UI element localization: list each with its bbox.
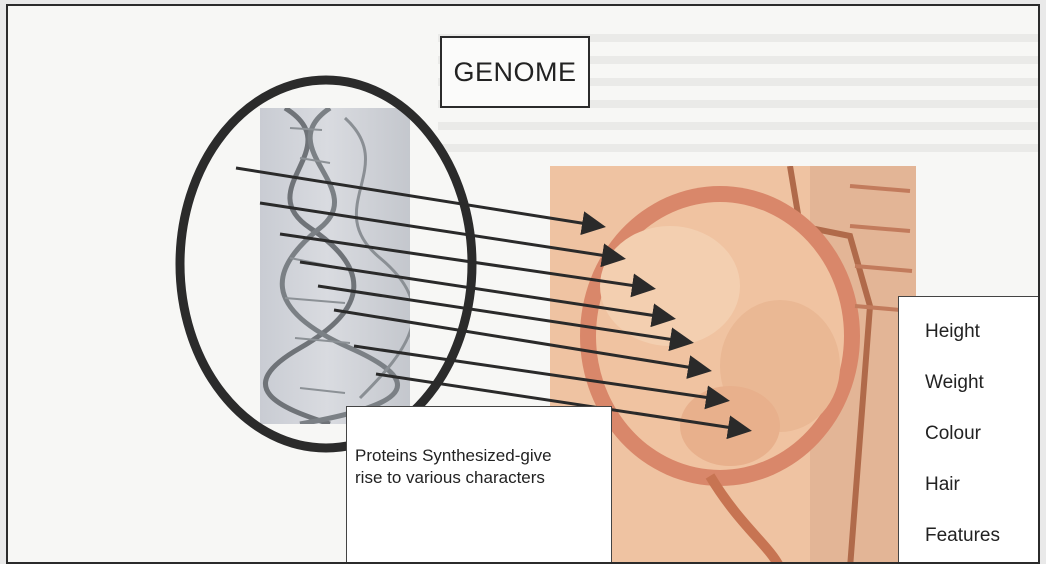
caption-line-1: Proteins Synthesized-give bbox=[355, 445, 603, 467]
arrow-4 bbox=[300, 262, 670, 318]
dna-circle-outline bbox=[180, 80, 472, 448]
arrow-7 bbox=[354, 346, 724, 400]
trait-height: Height bbox=[925, 317, 1040, 368]
arrow-2 bbox=[260, 203, 620, 258]
arrow-5 bbox=[318, 286, 688, 342]
proteins-caption-box: Proteins Synthesized-give rise to variou… bbox=[346, 406, 612, 564]
trait-features: Features bbox=[925, 521, 1040, 564]
arrow-3 bbox=[280, 234, 650, 288]
caption-line-2: rise to various characters bbox=[355, 467, 603, 489]
arrow-1 bbox=[236, 168, 600, 226]
trait-hair: Hair bbox=[925, 470, 1040, 521]
arrow-6 bbox=[334, 310, 706, 370]
diagram-frame: GENOME bbox=[6, 4, 1040, 564]
trait-colour: Colour bbox=[925, 419, 1040, 470]
trait-weight: Weight bbox=[925, 368, 1040, 419]
traits-list-box: Height Weight Colour Hair Features bbox=[898, 296, 1040, 564]
genome-arrows bbox=[236, 168, 746, 430]
